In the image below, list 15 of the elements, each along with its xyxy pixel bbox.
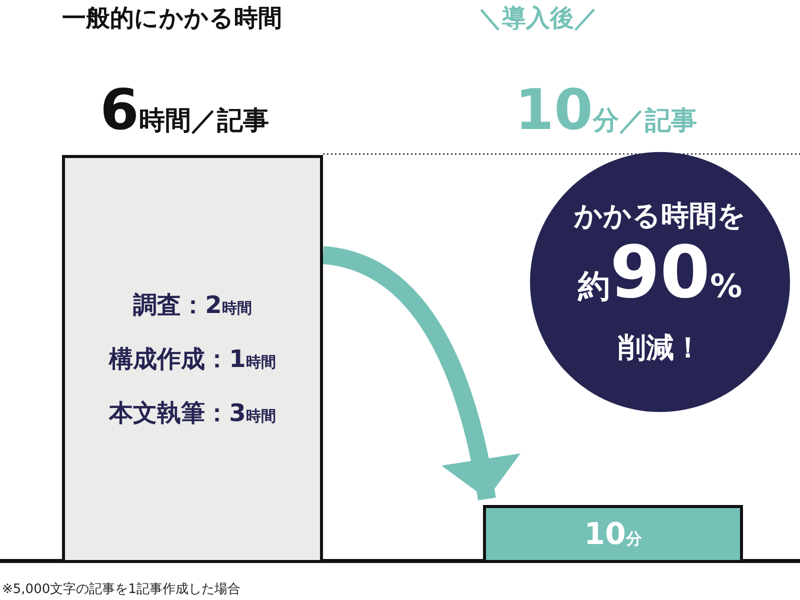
headline-text: 約90% bbox=[578, 235, 742, 316]
heading-text: ＼導入後／ bbox=[478, 3, 598, 34]
time-text: 10分 bbox=[584, 516, 642, 552]
arrow bbox=[322, 246, 520, 501]
headline-text: かかる時間を bbox=[574, 198, 746, 234]
footnote: ※5,000文字の記事を1記事作成した場合 bbox=[2, 581, 240, 598]
heading-text: 一般的にかかる時間 bbox=[62, 3, 282, 34]
time-bar bbox=[62, 155, 323, 560]
time-text: 10分／記事 bbox=[515, 78, 697, 143]
time-bar bbox=[483, 505, 743, 560]
time-text: 調査：2時間 bbox=[133, 290, 252, 321]
time-text: 構成作成：1時間 bbox=[109, 344, 276, 375]
time-text: 本文執筆：3時間 bbox=[109, 398, 276, 429]
time-text: 6時間／記事 bbox=[100, 78, 269, 143]
headline-text: 削減！ bbox=[618, 330, 702, 366]
